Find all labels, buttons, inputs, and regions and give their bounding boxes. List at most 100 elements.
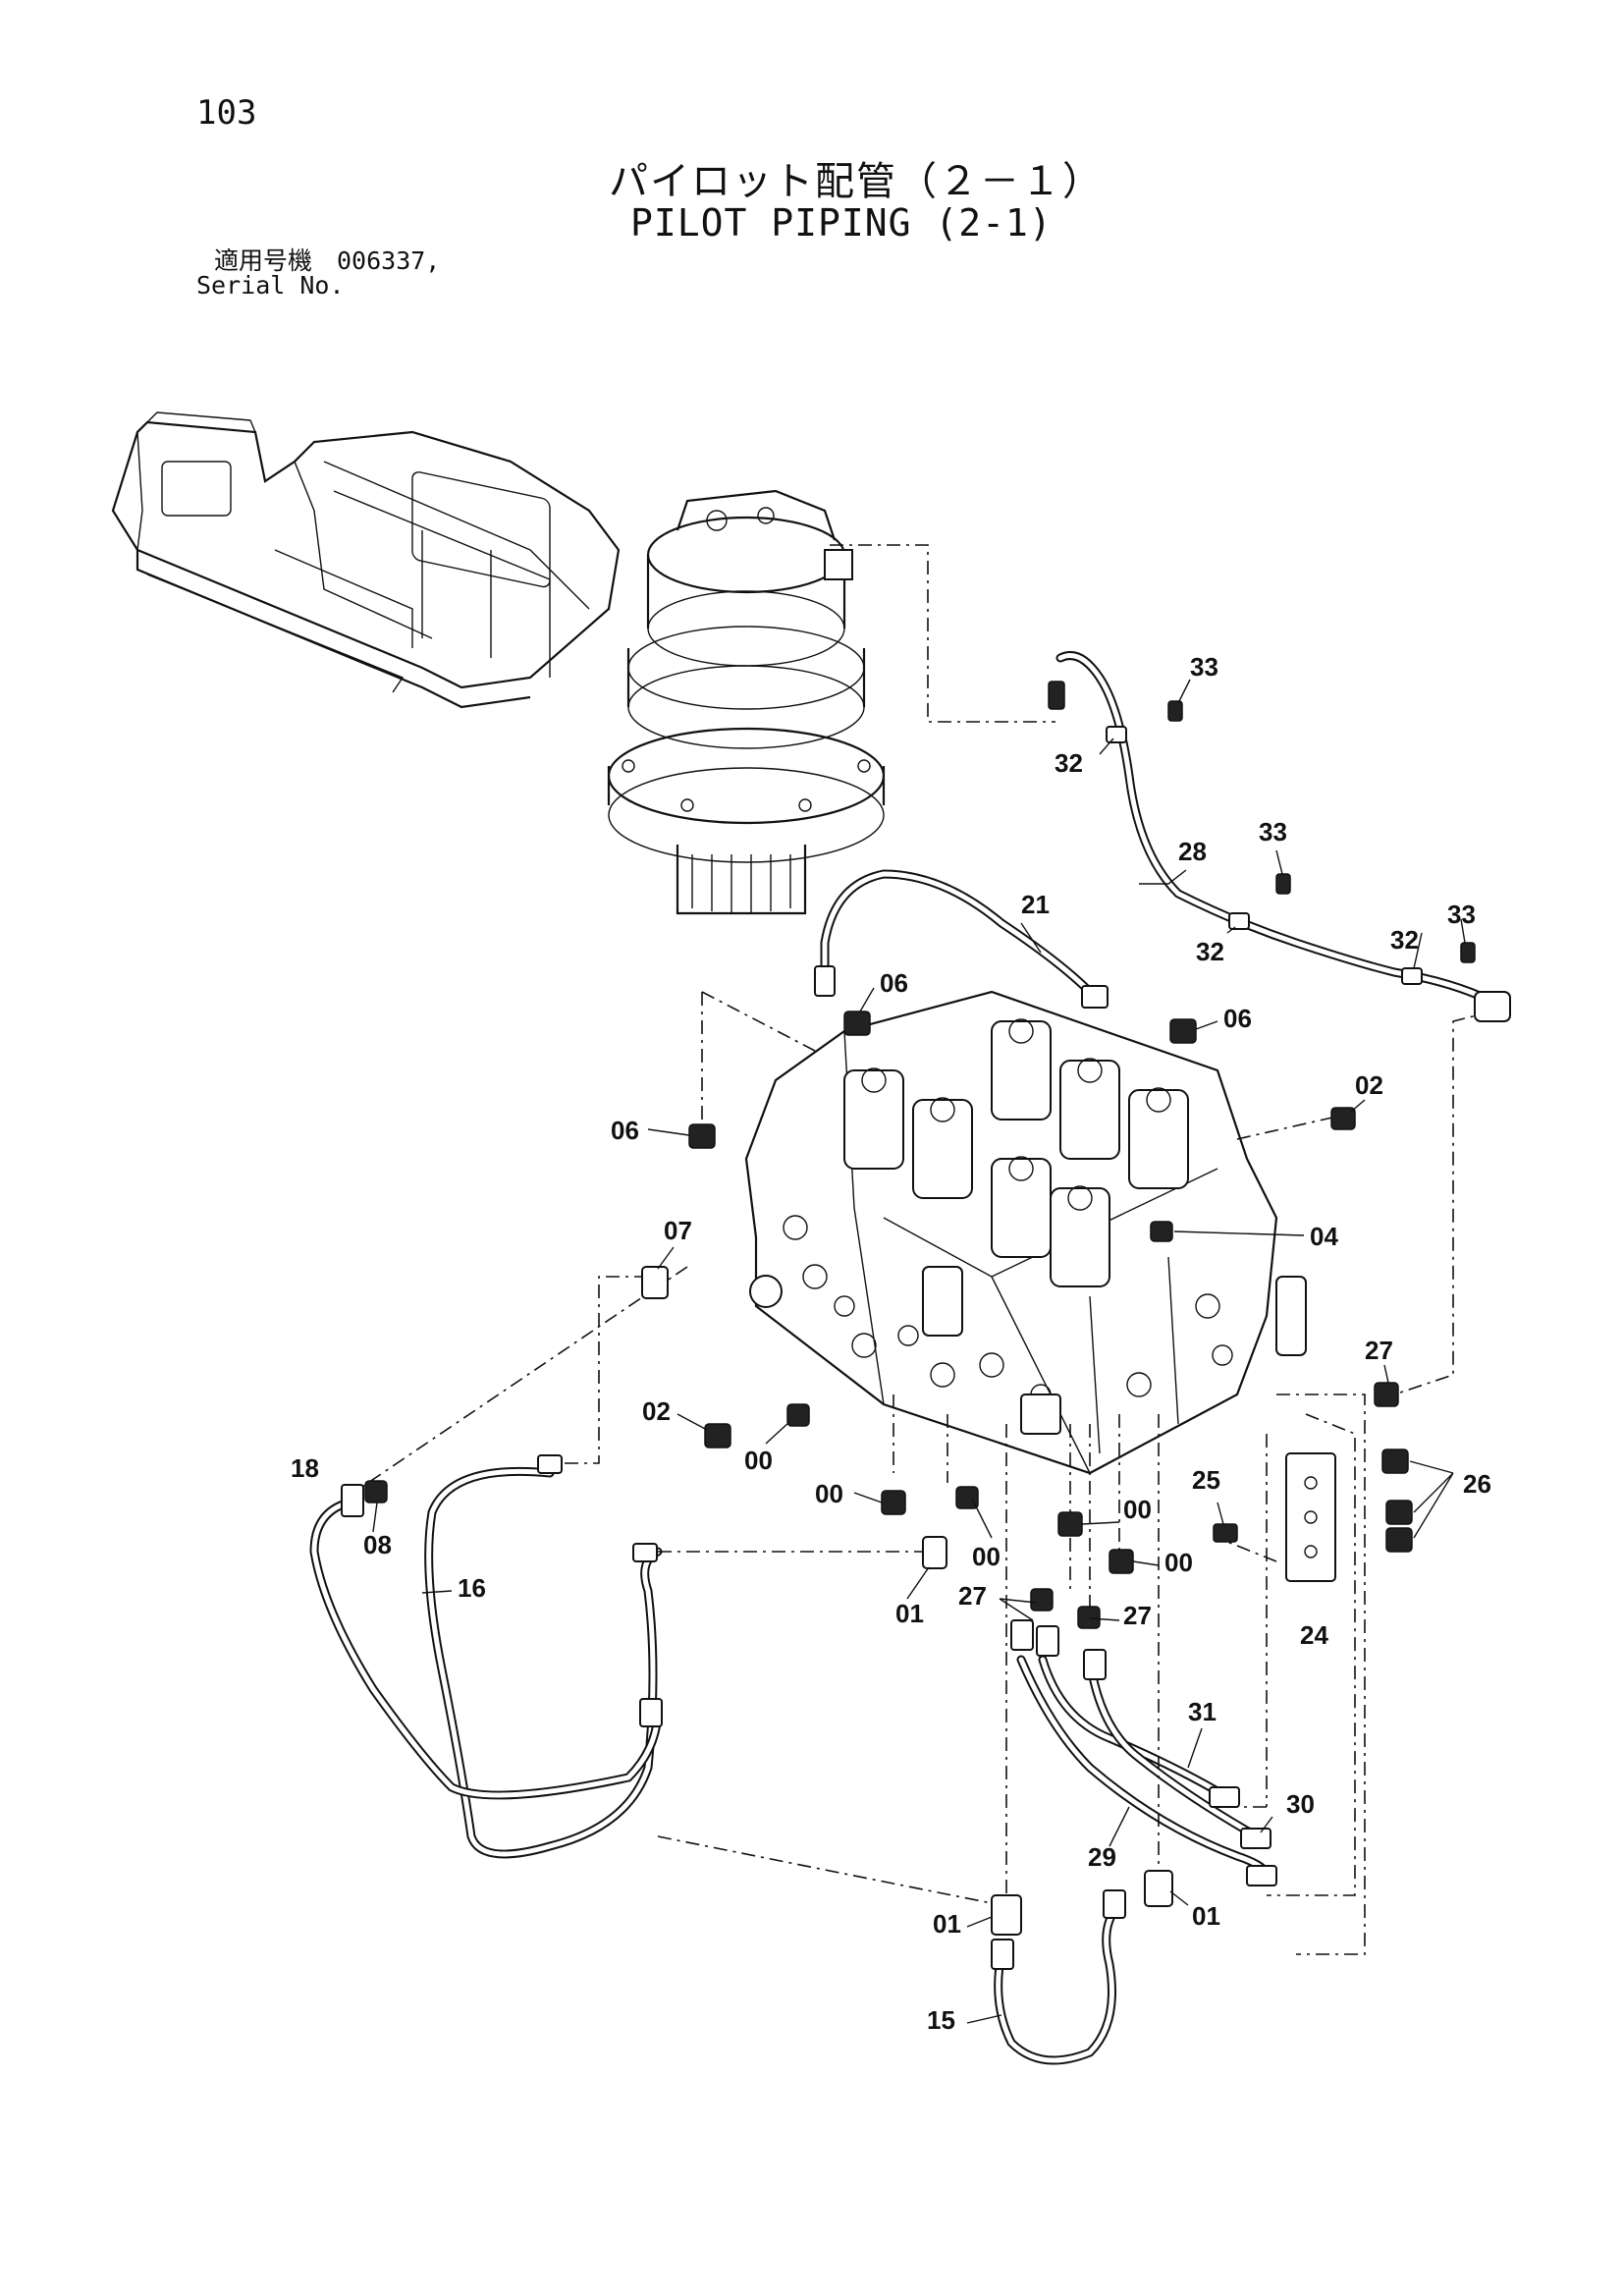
plug-00c: [955, 1486, 979, 1509]
pipe-28: [1055, 651, 1497, 1007]
adapter-06b: [1169, 1018, 1197, 1044]
callout-31: 31: [1188, 1697, 1217, 1726]
fitting-21-elbow: [1081, 985, 1109, 1009]
adapter-27c: [1077, 1606, 1101, 1629]
clamp-32c: [1401, 967, 1423, 985]
adapter-04: [1150, 1221, 1173, 1242]
control-valve: [744, 990, 1307, 1475]
excavator-thumbnail: [111, 411, 621, 709]
fittings: [341, 681, 1511, 1970]
adapter-26b: [1385, 1500, 1413, 1525]
fitting-16-top: [632, 1543, 658, 1562]
fitting-18-bottom: [639, 1698, 663, 1727]
fitting-15-end: [991, 1939, 1014, 1970]
callout-28: 28: [1178, 837, 1207, 866]
tee-01c: [1144, 1870, 1173, 1907]
adapter-26a: [1381, 1449, 1409, 1474]
fitting-15-elbow: [1103, 1889, 1126, 1919]
callout-33: 33: [1259, 817, 1287, 847]
fitting-30-end: [1240, 1828, 1271, 1849]
pipe-30: [1085, 1655, 1262, 1841]
adapter-08: [364, 1480, 388, 1503]
serial-label-japanese: 適用号機 006337,: [214, 246, 441, 275]
callout-00: 00: [972, 1542, 1001, 1571]
callout-leaders: [372, 679, 1466, 2024]
adapter-27a: [1374, 1382, 1399, 1407]
tee-01b: [991, 1894, 1022, 1936]
callout-00: 00: [815, 1479, 843, 1508]
callout-01: 01: [1192, 1901, 1220, 1931]
fitting-30-top: [1083, 1649, 1107, 1680]
callout-01: 01: [933, 1909, 961, 1939]
pipe-15: [994, 1900, 1124, 2065]
callout-02: 02: [1355, 1070, 1383, 1100]
adapter-06a: [843, 1011, 871, 1036]
fitting-29-end: [1246, 1865, 1277, 1886]
page-title-japanese: パイロット配管（２－１）: [609, 159, 1104, 204]
pipe-29: [1016, 1655, 1271, 1881]
fitting-29-top: [1010, 1619, 1034, 1651]
callout-02: 02: [642, 1396, 671, 1426]
adapter-02a: [1330, 1107, 1356, 1130]
adapter-27b: [1030, 1588, 1054, 1612]
callout-21: 21: [1021, 890, 1050, 919]
callout-33: 33: [1447, 900, 1476, 929]
adapter-26c: [1385, 1527, 1413, 1553]
fitting-16-end: [537, 1454, 563, 1474]
fitting-elbow-right: [1474, 991, 1511, 1022]
callout-26: 26: [1463, 1469, 1491, 1499]
callout-06: 06: [880, 968, 908, 998]
pipe-31: [1038, 1655, 1232, 1802]
swing-motor: [607, 489, 886, 915]
callout-18: 18: [291, 1453, 319, 1483]
callout-33: 33: [1190, 652, 1218, 682]
plug-00d: [1057, 1511, 1083, 1537]
plug-00a: [786, 1403, 810, 1427]
clamp-32a: [1106, 726, 1127, 743]
callout-00: 00: [1123, 1495, 1152, 1524]
callout-15: 15: [927, 2005, 955, 2035]
block-24: [1285, 1452, 1336, 1582]
elbow-07: [641, 1266, 669, 1299]
serial-label-english: Serial No.: [196, 271, 345, 300]
callout-06: 06: [1223, 1004, 1252, 1033]
fitting-31-top: [1036, 1625, 1059, 1657]
plug-00e: [1109, 1549, 1134, 1574]
fitting-21-end: [814, 965, 836, 997]
bolt-33a: [1167, 700, 1183, 722]
callout-25: 25: [1192, 1465, 1220, 1495]
callout-32: 32: [1055, 748, 1083, 778]
callout-08: 08: [363, 1530, 392, 1559]
callout-29: 29: [1088, 1842, 1116, 1872]
bolt-25: [1213, 1523, 1238, 1543]
callout-00: 00: [1164, 1548, 1193, 1577]
fitting-elbow-top: [1048, 681, 1065, 710]
callout-24: 24: [1300, 1620, 1328, 1650]
callout-16: 16: [458, 1573, 486, 1603]
callout-01: 01: [895, 1599, 924, 1628]
callout-32: 32: [1196, 937, 1224, 966]
assembly-guide-lines: [352, 544, 1493, 1955]
pipe-16: [424, 1466, 663, 1859]
fitting-31-end: [1209, 1786, 1240, 1808]
pipe-18: [309, 1498, 663, 1800]
callout-30: 30: [1286, 1789, 1315, 1819]
pipe-21: [820, 869, 1095, 997]
bolt-33c: [1460, 942, 1476, 963]
callout-labels: 33 32 28 33 32 32 33 21 06 06 06 02 04 0…: [291, 652, 1491, 2035]
bolt-33b: [1275, 873, 1291, 895]
clamp-32b: [1228, 912, 1250, 930]
page-title-english: PILOT PIPING (2-1): [630, 201, 1053, 245]
page-number: 103: [196, 93, 257, 133]
callout-04: 04: [1310, 1222, 1338, 1251]
plug-00b: [881, 1490, 906, 1515]
callout-27: 27: [1365, 1336, 1393, 1365]
callout-07: 07: [664, 1216, 692, 1245]
tee-01a: [922, 1536, 947, 1569]
fitting-18-end: [341, 1484, 364, 1517]
callout-27: 27: [958, 1581, 987, 1611]
callout-00: 00: [744, 1446, 773, 1475]
callout-27: 27: [1123, 1601, 1152, 1630]
adapter-02b: [704, 1423, 731, 1449]
